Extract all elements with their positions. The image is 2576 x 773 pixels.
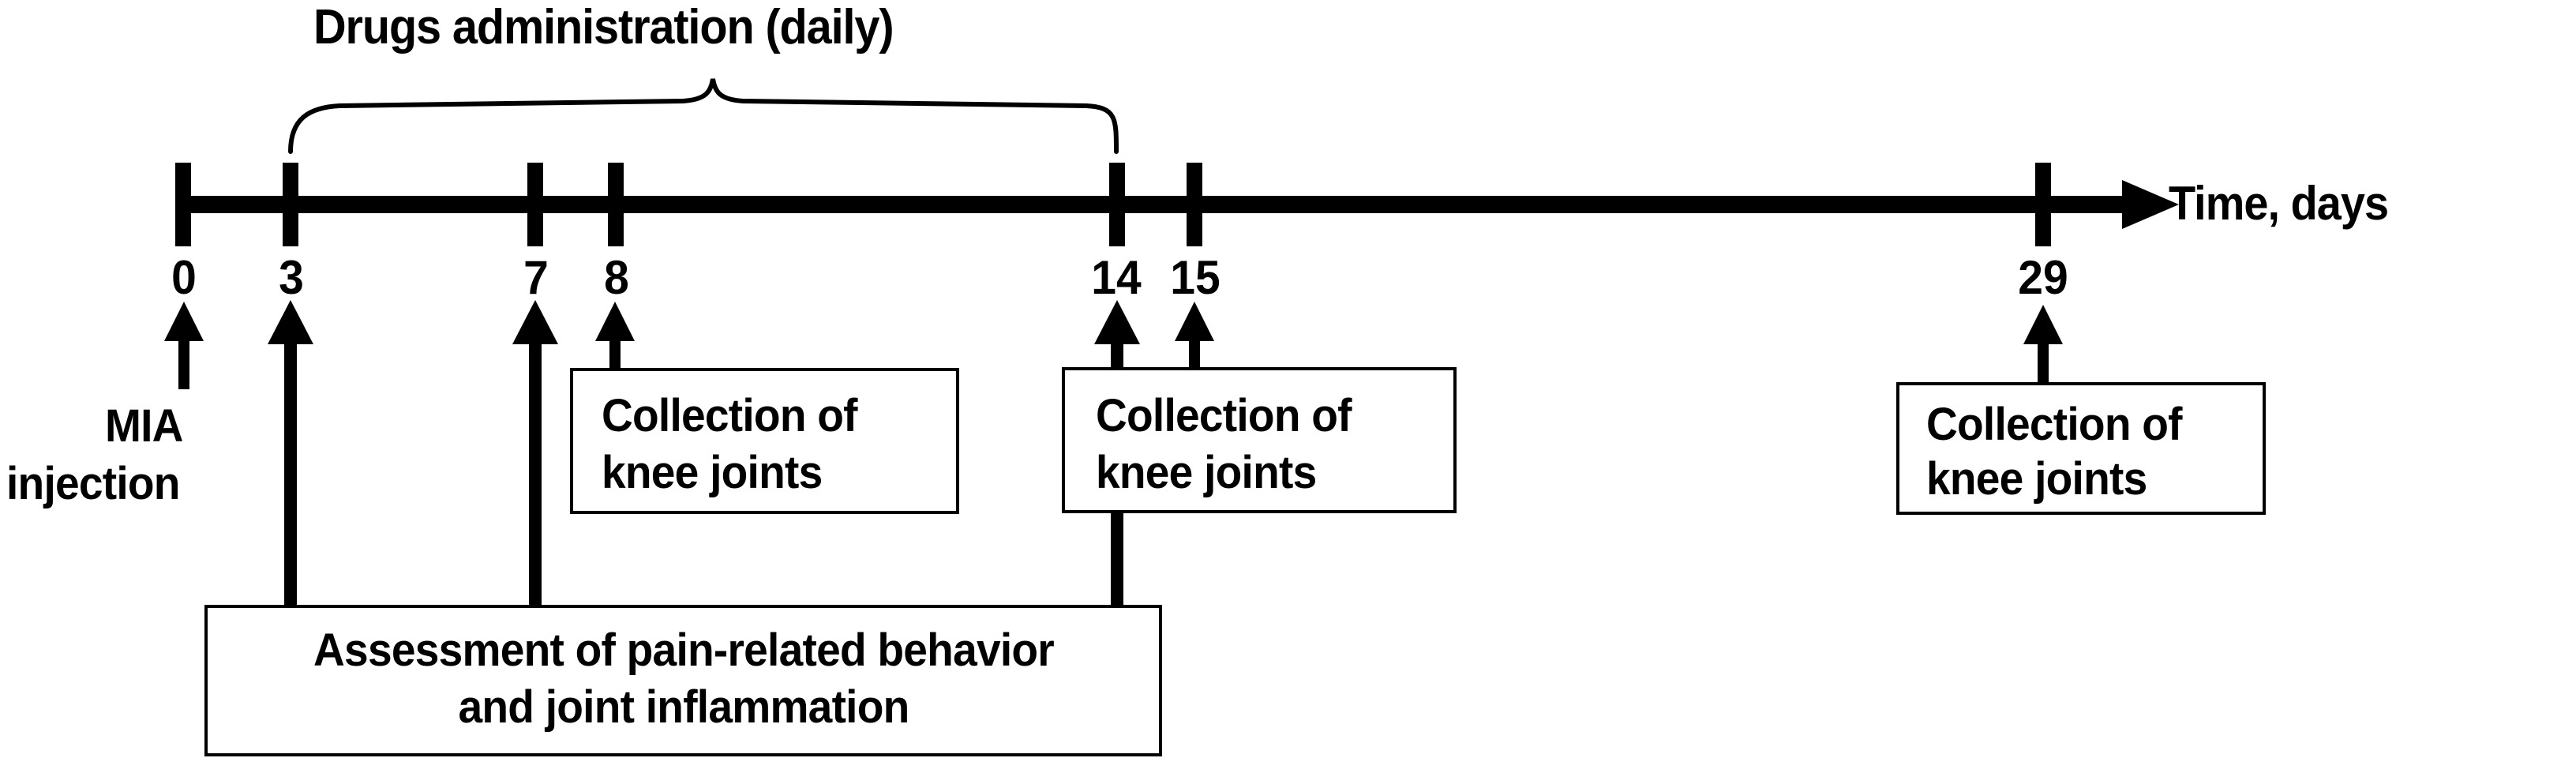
tick-label-day-29: 29	[2018, 251, 2068, 304]
arrow-collection-day-8	[595, 302, 635, 368]
collection-box-day-29-line-1: Collection of	[1926, 399, 2183, 450]
collection-box-day-15-line-1: Collection of	[1096, 390, 1352, 441]
collection-box-day-15	[1062, 367, 1457, 513]
collection-box-day-8-line-1: Collection of	[602, 390, 858, 441]
arrow-collection-day-15	[1175, 302, 1214, 367]
collection-box-day-29	[1896, 382, 2266, 515]
mia-injection-label-line-1: MIA	[105, 400, 183, 452]
tick-label-day-3: 3	[279, 251, 304, 304]
tick-label-day-0: 0	[171, 251, 197, 304]
assessment-box	[204, 605, 1162, 756]
collection-box-day-29-line-2: knee joints	[1926, 453, 2147, 505]
collection-box-day-8	[570, 368, 959, 514]
time-axis	[175, 163, 2179, 246]
arrow-mia-injection	[164, 302, 204, 389]
tick-label-day-8: 8	[604, 251, 629, 304]
arrow-assessment-day-7	[512, 300, 558, 605]
tick-label-day-15: 15	[1170, 251, 1221, 304]
collection-box-day-15-line-2: knee joints	[1096, 447, 1317, 498]
arrow-collection-day-29	[2023, 305, 2063, 382]
mia-injection-label-line-2: injection	[6, 458, 180, 509]
collection-box-day-8-line-2: knee joints	[602, 447, 823, 498]
tick-label-day-14: 14	[1091, 251, 1142, 304]
axis-arrow-head	[2122, 180, 2179, 229]
assessment-box-line-2: and joint inflammation	[458, 681, 909, 733]
event-arrows	[164, 300, 2063, 605]
tick-label-day-7: 7	[523, 251, 549, 304]
arrow-assessment-day-3	[268, 300, 313, 605]
axis-label-time-days: Time, days	[2169, 177, 2389, 230]
assessment-box-line-1: Assessment of pain-related behavior	[313, 625, 1055, 676]
drugs-administration-brace	[288, 78, 1119, 154]
brace-caption-drugs-administration: Drugs administration (daily)	[313, 0, 894, 54]
